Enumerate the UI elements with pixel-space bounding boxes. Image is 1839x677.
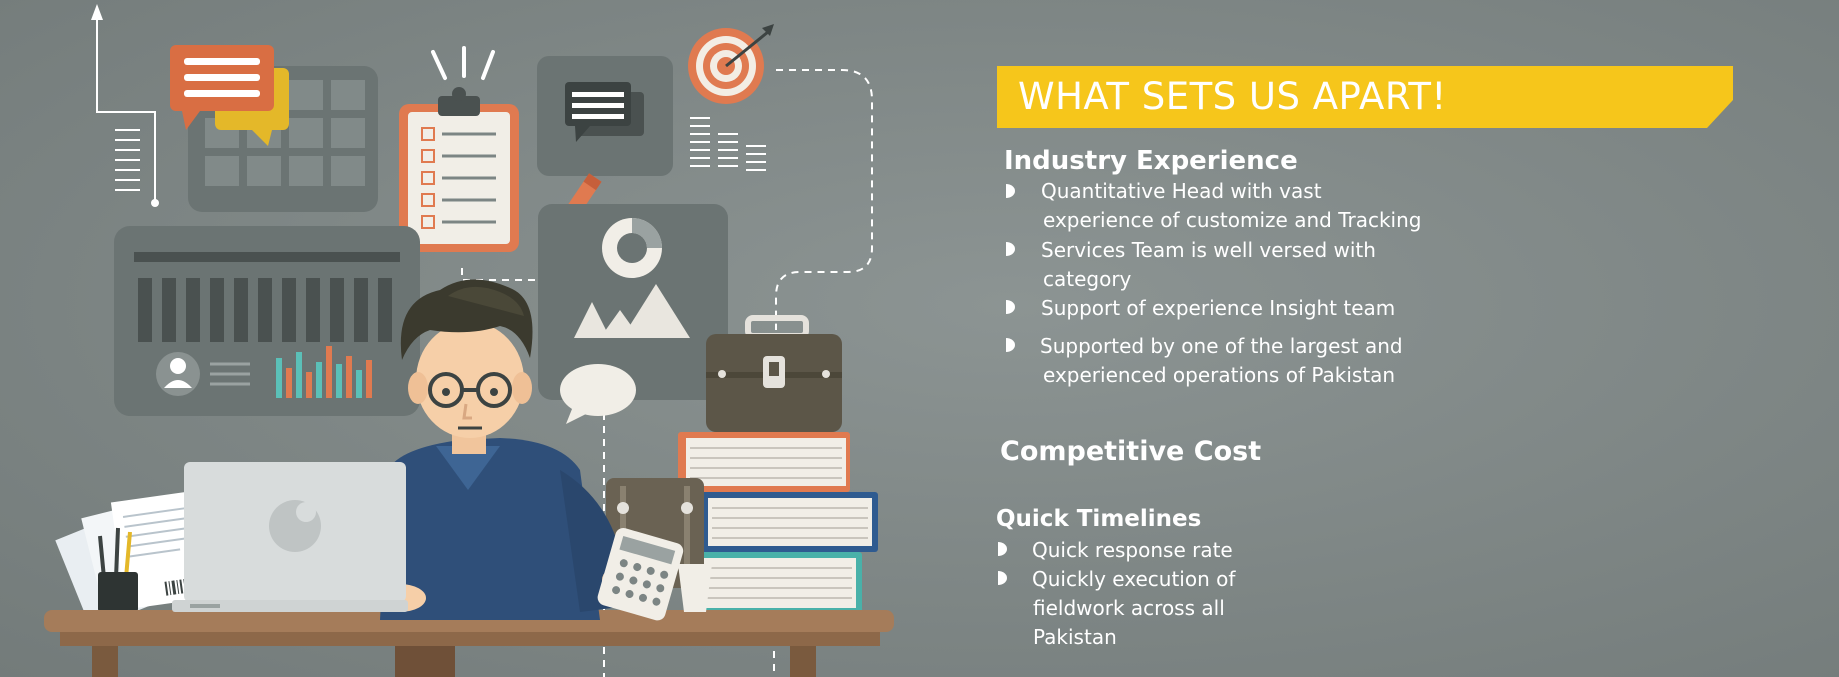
- list-item-continuation: Pakistan: [1033, 625, 1117, 649]
- desk: [44, 610, 894, 677]
- heading-quick-timelines: Quick Timelines: [996, 506, 1202, 532]
- heading-competitive-cost: Competitive Cost: [1000, 436, 1262, 467]
- list-item-continuation: experience of customize and Tracking: [1043, 208, 1422, 232]
- target-icon: [688, 24, 774, 104]
- bullet-icon: [1006, 242, 1015, 256]
- list-item: Quickly execution of: [1032, 567, 1236, 591]
- bullet-icon: [1006, 184, 1015, 198]
- list-item: Quantitative Head with vast: [1041, 179, 1322, 203]
- mini-stats-icon: [690, 117, 766, 171]
- clipboard-icon: [399, 87, 519, 252]
- bullet-icon: [998, 542, 1007, 556]
- list-item-continuation: fieldwork across all: [1033, 596, 1225, 620]
- avatar-icon: [156, 352, 200, 396]
- message-panel: [537, 56, 673, 176]
- growth-arrow-icon: [91, 4, 159, 207]
- cup-icon: [678, 564, 712, 612]
- list-item-continuation: category: [1043, 267, 1132, 291]
- dashboard-panel: [114, 226, 420, 416]
- list-item: Support of experience Insight team: [1041, 296, 1396, 320]
- bullet-icon: [998, 571, 1007, 585]
- heading-industry-experience: Industry Experience: [1004, 146, 1298, 176]
- bullet-icon: [1006, 300, 1015, 314]
- list-item: Supported by one of the largest and: [1040, 334, 1403, 358]
- calculator-icon: [597, 527, 684, 621]
- list-item-continuation: experienced operations of Pakistan: [1043, 363, 1396, 387]
- title-banner: [997, 66, 1733, 128]
- sparkle-icon: [431, 46, 495, 80]
- pie-chart-icon: [538, 204, 728, 400]
- laptop-icon: [172, 462, 408, 612]
- chat-bubble-icon: [170, 45, 289, 146]
- banner-title: WHAT SETS US APART!: [1018, 75, 1447, 118]
- briefcase-icon: [706, 315, 842, 432]
- bullet-icon: [1006, 338, 1015, 352]
- bar-chart-icon: [276, 346, 372, 398]
- pen-holder-icon: [98, 527, 138, 612]
- person-illustration: [374, 279, 638, 620]
- list-item: Services Team is well versed with: [1041, 238, 1376, 262]
- list-item: Quick response rate: [1032, 538, 1233, 562]
- glasses-icon: [428, 372, 512, 408]
- speech-bubble-icon: [560, 364, 636, 424]
- books-icon: [678, 432, 878, 614]
